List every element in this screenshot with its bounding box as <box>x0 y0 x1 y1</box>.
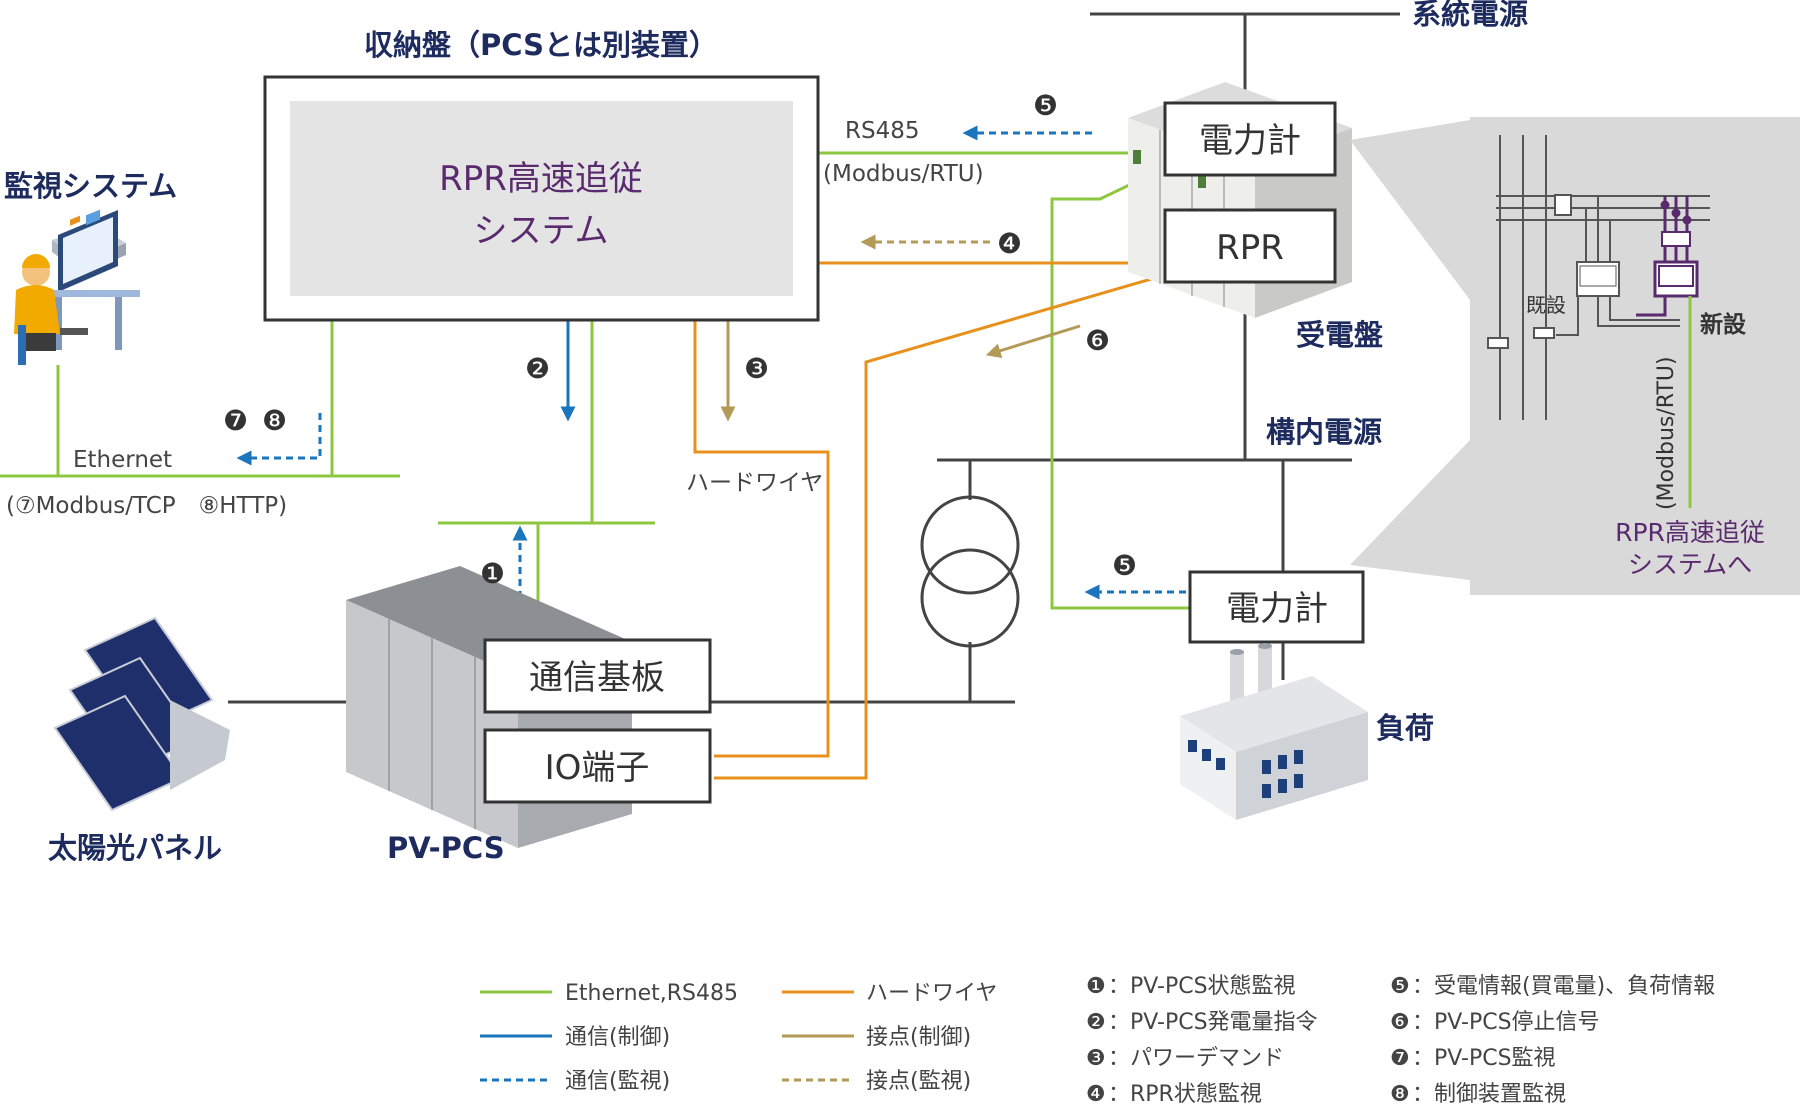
legend-item-6-num: ❻ <box>1390 1010 1410 1035</box>
legend-item-5-text: ：受電情報(買電量)、負荷情報 <box>1412 974 1715 999</box>
internal-power-label: 構内電源 <box>1266 415 1382 449</box>
legend-label-hardwire: ハードワイヤ <box>866 981 997 1006</box>
operator-icon <box>14 209 140 365</box>
legend-label-contact-monitor: 接点(監視) <box>866 1069 971 1094</box>
modbus-rtu-label: (Modbus/RTU) <box>823 161 984 187</box>
legend-item-4-text: ：RPR状態監視 <box>1108 1082 1262 1107</box>
inset-callout-pointer-lower <box>1350 440 1470 580</box>
inset-to-system-1: RPR高速追従 <box>1615 518 1765 547</box>
legend-item-2-num: ❷ <box>1086 1010 1106 1035</box>
inset-to-system-2: システムへ <box>1628 550 1752 579</box>
legend-label-ethernet: Ethernet,RS485 <box>565 981 738 1006</box>
load-label: 負荷 <box>1376 711 1434 745</box>
io-terminal-box <box>483 728 712 804</box>
solar-panel-label: 太陽光パネル <box>48 831 222 865</box>
legend-label-contact-control: 接点(制御) <box>866 1025 971 1050</box>
legend-item-8-num: ❽ <box>1390 1082 1410 1107</box>
monitoring-system-title: 監視システム <box>4 169 177 203</box>
legend-item-6-text: ：PV-PCS停止信号 <box>1412 1010 1600 1035</box>
step-markers: ❶ ❷ ❸ ❹ ❺ ❺ ❻ ❼ ❽ <box>223 89 1137 590</box>
legend-item-4-num: ❹ <box>1086 1082 1106 1107</box>
comm-board-label: 通信基板 <box>529 658 665 698</box>
meter-top-box <box>1163 101 1337 177</box>
rpr-label: RPR <box>1216 228 1284 268</box>
marker-4: ❹ <box>997 227 1022 260</box>
solar-panel-icon <box>53 616 230 812</box>
marker-2: ❷ <box>525 352 550 385</box>
legend-item-1-text: ：PV-PCS状態監視 <box>1108 974 1296 999</box>
legend-lines: Ethernet,RS485 ハードワイヤ 通信(制御) 接点(制御) 通信(監… <box>480 981 997 1094</box>
legend-item-1-num: ❶ <box>1086 974 1106 999</box>
hardwire-label: ハードワイヤ <box>686 470 823 496</box>
rpr-system-label-1: RPR高速追従 <box>439 159 643 199</box>
legend-label-comm-monitor: 通信(監視) <box>565 1069 670 1094</box>
inset-wiring <box>1487 135 1710 420</box>
legend-item-5-num: ❺ <box>1390 974 1410 999</box>
transformer-icon <box>920 495 1020 648</box>
inset-vertical-label: (Modbus/RTU) <box>1654 356 1679 510</box>
meter-load-box <box>1188 570 1365 644</box>
legend-item-7-num: ❼ <box>1390 1046 1410 1071</box>
ethernet-label: Ethernet <box>73 447 172 473</box>
rpr-system-box <box>290 101 793 296</box>
receiving-panel-label: 受電盤 <box>1296 318 1384 352</box>
marker-6: ❻ <box>1085 324 1110 357</box>
rs485-label: RS485 <box>845 118 919 144</box>
inset-new-label: 新設 <box>1700 311 1747 338</box>
legend-item-8-text: ：制御装置監視 <box>1412 1082 1566 1107</box>
legend: Ethernet,RS485 ハードワイヤ 通信(制御) 接点(制御) 通信(監… <box>480 974 1715 1107</box>
wiring <box>0 12 1400 780</box>
marker-5-load: ❺ <box>1112 549 1137 582</box>
legend-label-comm-control: 通信(制御) <box>565 1025 670 1050</box>
inset-callout-pointer <box>1350 120 1470 300</box>
marker-3: ❸ <box>744 352 769 385</box>
marker-7: ❼ <box>223 404 248 437</box>
marker-8: ❽ <box>262 404 287 437</box>
legend-item-7-text: ：PV-PCS監視 <box>1412 1046 1556 1071</box>
comm-board-box <box>483 638 712 714</box>
legend-item-3-num: ❸ <box>1086 1046 1106 1071</box>
legend-items: ❶ ：PV-PCS状態監視 ❷ ：PV-PCS発電量指令 ❸ ：パワーデマンド … <box>1086 974 1715 1107</box>
rpr-system-label-2: システム <box>474 211 609 251</box>
legend-item-3-text: ：パワーデマンド <box>1108 1046 1284 1071</box>
meter-load-label: 電力計 <box>1226 589 1328 629</box>
ethernet-protocols-label: (⑦Modbus/TCP ⑧HTTP) <box>6 493 287 519</box>
grid-power-label: 系統電源 <box>1412 0 1528 31</box>
factory-icon <box>1180 643 1368 820</box>
marker-5-top: ❺ <box>1033 89 1058 122</box>
io-terminal-label: IO端子 <box>545 748 650 788</box>
inset-existing-label: 既設 <box>1526 293 1566 317</box>
marker-1: ❶ <box>480 557 505 590</box>
pv-pcs-label: PV-PCS <box>387 831 505 865</box>
inset-new-device <box>1636 196 1699 317</box>
rpr-box <box>1163 208 1337 284</box>
meter-top-label: 電力計 <box>1199 121 1301 161</box>
legend-item-2-text: ：PV-PCS発電量指令 <box>1108 1010 1318 1035</box>
storage-panel-title: 収納盤（PCSとは別装置） <box>364 28 718 62</box>
